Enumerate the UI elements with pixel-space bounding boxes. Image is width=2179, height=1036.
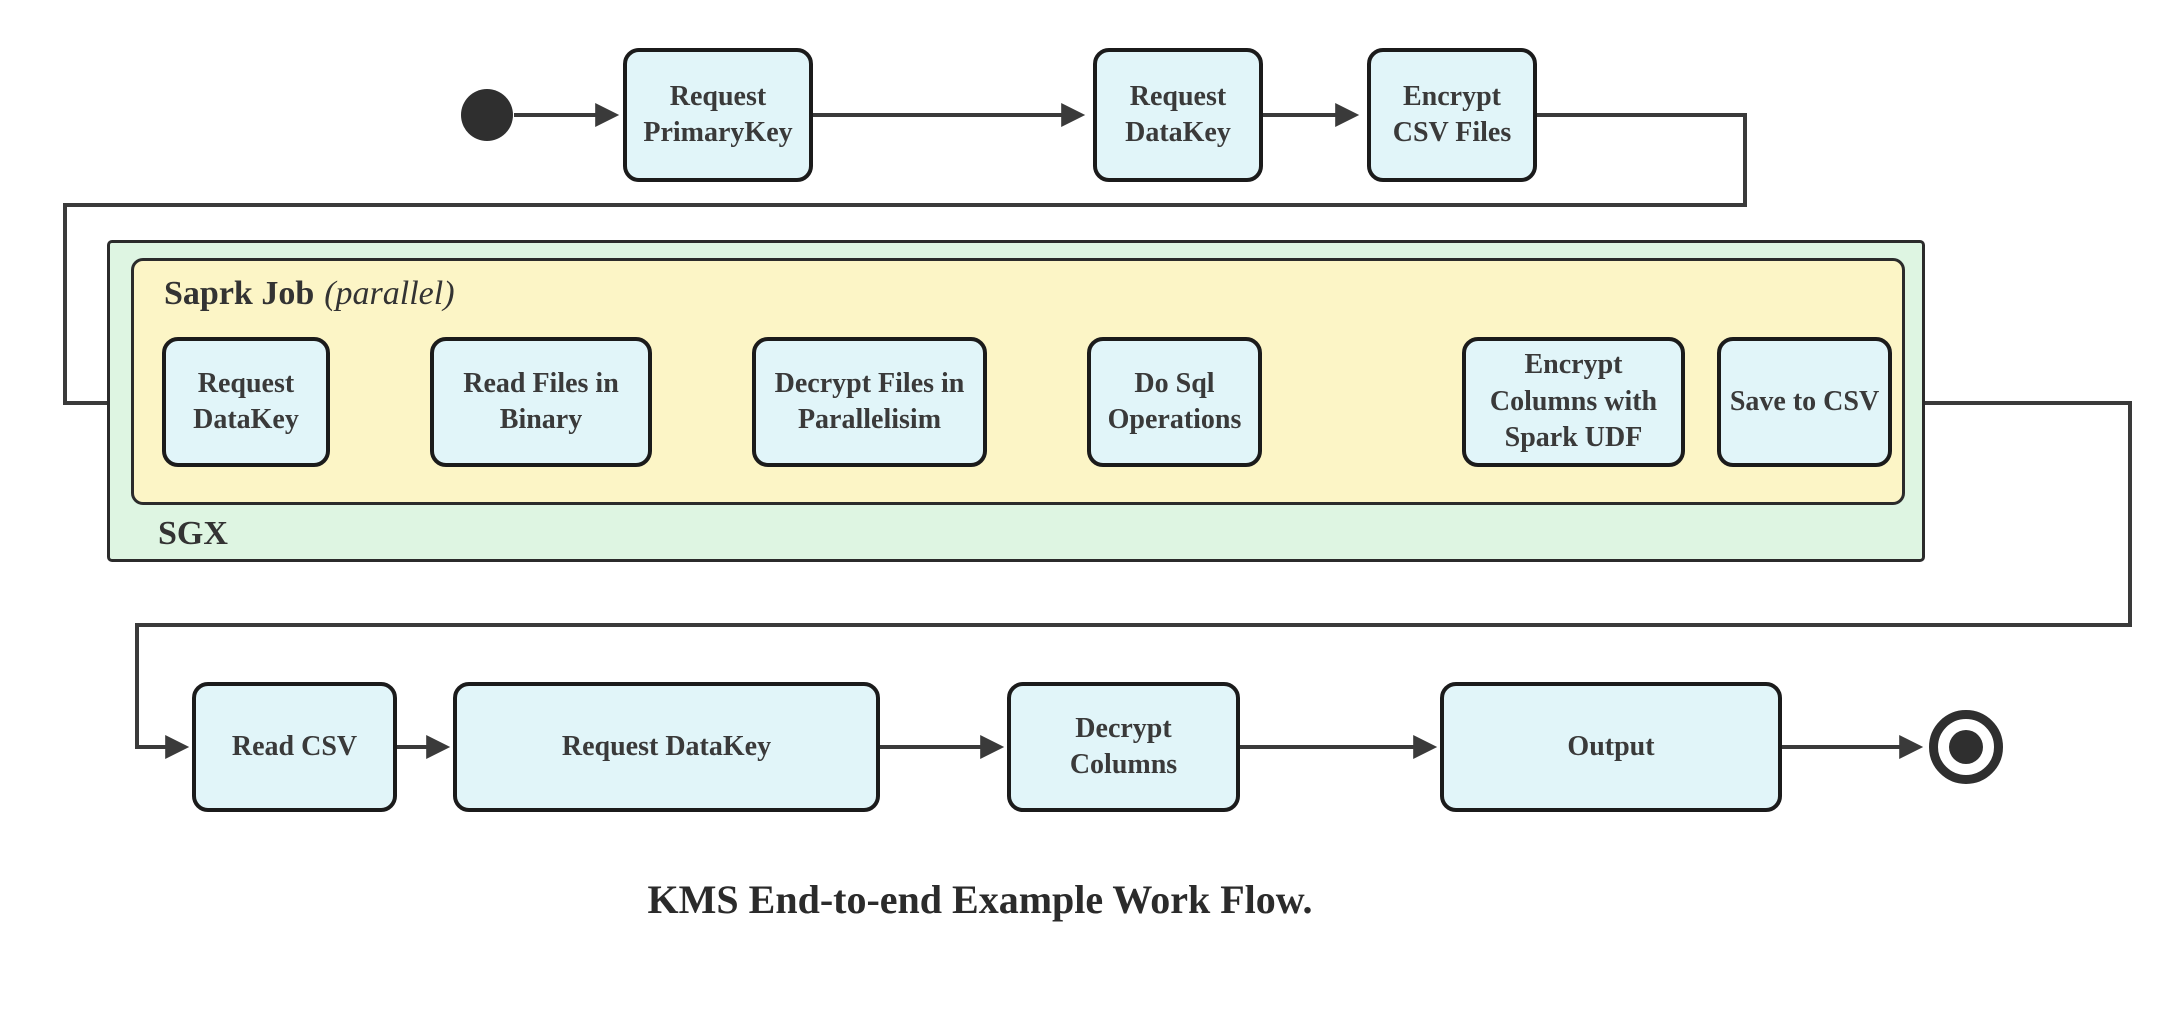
edge-save-csv-to-read-csv — [135, 401, 2132, 759]
spark-job-title: Saprk Job — [164, 275, 315, 312]
state-node-output: Output — [1440, 682, 1782, 812]
state-node-decrypt-columns: Decrypt Columns — [1007, 682, 1240, 812]
state-node-encrypt-columns-with-spark-udf: Encrypt Columns with Spark UDF — [1462, 337, 1685, 467]
state-node-do-sql-operations: Do Sql Operations — [1087, 337, 1262, 467]
edge-encrypt-csv-files-to-sgx — [63, 113, 1747, 415]
end-node-icon — [1929, 710, 2003, 784]
state-node-decrypt-files-in-parallelisim: Decrypt Files in Parallelisim — [752, 337, 987, 467]
diagram-caption: KMS End-to-end Example Work Flow. — [647, 877, 1313, 922]
sgx-label: SGX — [158, 515, 228, 552]
state-node-read-csv: Read CSV — [192, 682, 397, 812]
state-node-save-to-csv: Save to CSV — [1717, 337, 1892, 467]
start-node-icon — [461, 89, 513, 141]
end-node-inner-dot — [1949, 730, 1983, 764]
state-node-request-datakey-1: Request DataKey — [1093, 48, 1263, 182]
state-node-request-primarykey: Request PrimaryKey — [623, 48, 813, 182]
spark-job-label: Saprk Job(parallel) — [164, 275, 455, 313]
state-node-request-datakey-2: Request DataKey — [162, 337, 330, 467]
parallel-label: (parallel) — [324, 275, 455, 312]
state-node-request-datakey-3: Request DataKey — [453, 682, 880, 812]
state-node-encrypt-csv-files: Encrypt CSV Files — [1367, 48, 1537, 182]
state-node-read-files-in-binary: Read Files in Binary — [430, 337, 652, 467]
